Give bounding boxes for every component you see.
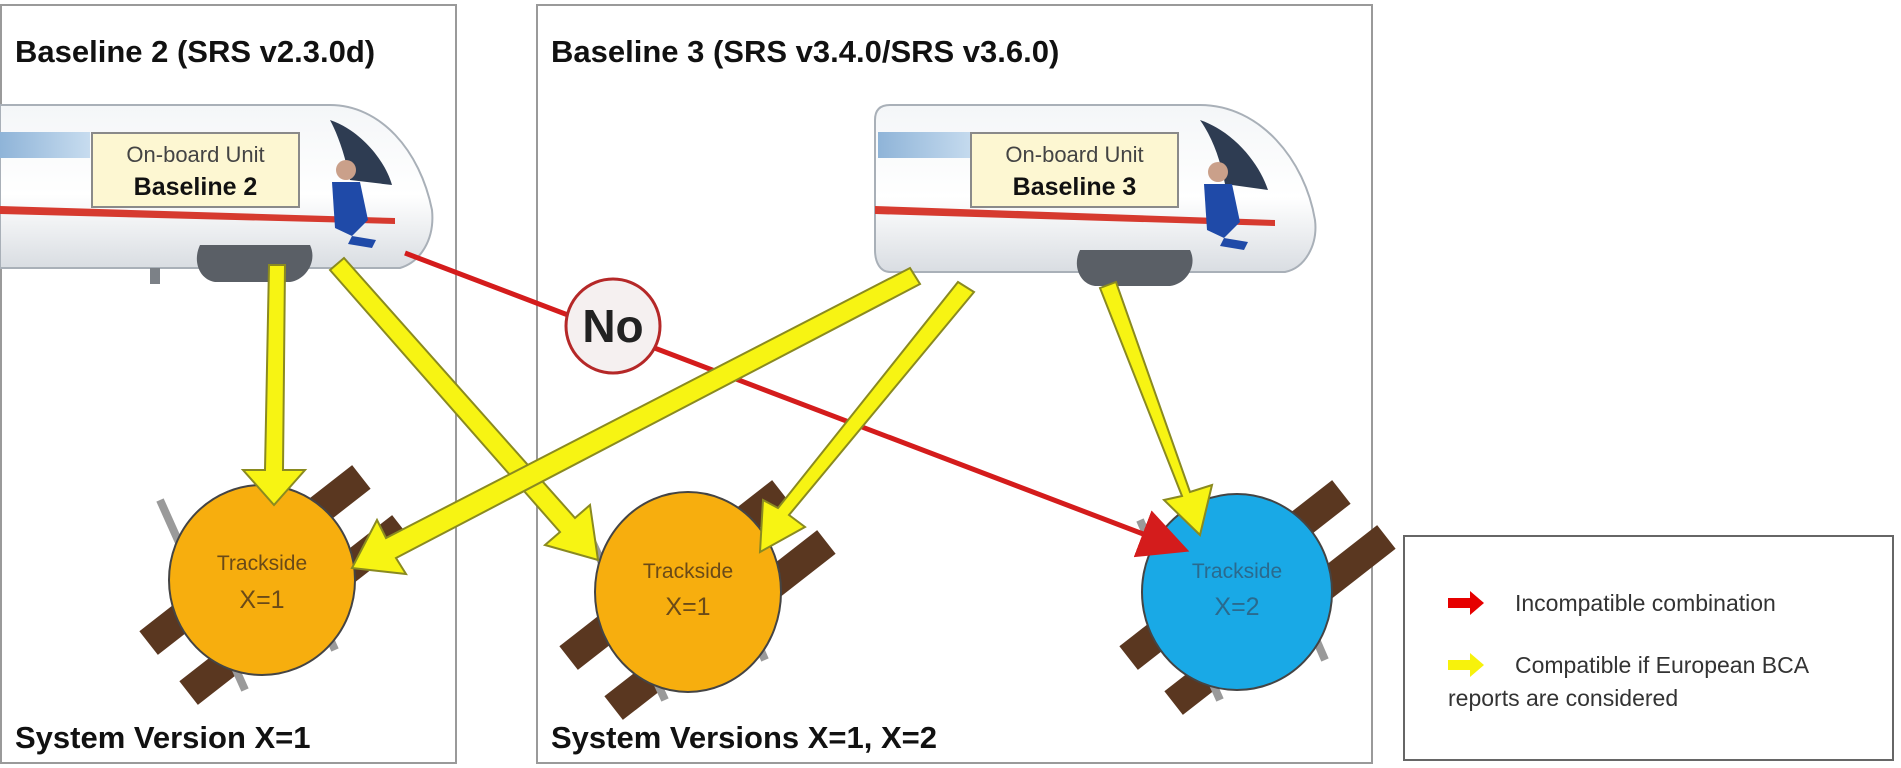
trackside-3-label: Trackside xyxy=(1192,560,1282,583)
driver-icon xyxy=(1204,162,1248,250)
obu-label-box-b3 xyxy=(970,132,1179,208)
compatible-arrow-b3-to-x2 xyxy=(1098,280,1214,537)
trackside-3-circle xyxy=(1141,493,1333,691)
obu-big-label-b2: Baseline 2 xyxy=(134,173,258,201)
incompatible-link xyxy=(404,250,1190,558)
no-label: No xyxy=(582,300,643,352)
obu-label-box-b2 xyxy=(91,132,300,208)
trackside-2-circle xyxy=(594,491,782,693)
baseline3-title: Baseline 3 (SRS v3.4.0/SRS v3.6.0) xyxy=(551,34,1059,69)
trackside-2-label: Trackside xyxy=(643,560,733,583)
baseline3-footer: System Versions X=1, X=2 xyxy=(551,720,937,755)
legend-compatible-line2: reports are considered xyxy=(1448,685,1678,711)
baseline2-footer: System Version X=1 xyxy=(15,720,311,755)
compatible-arrow-b3-to-x1-mid xyxy=(758,280,976,554)
legend-incompatible-label: Incompatible combination xyxy=(1515,590,1776,616)
obu-small-label-b2: On-board Unit xyxy=(126,142,264,167)
legend-compatible-line1: Compatible if European BCA xyxy=(1515,652,1810,678)
trackside-3-value: X=2 xyxy=(1214,593,1259,621)
yellow-arrow-icon xyxy=(1448,653,1484,677)
legend-item-incompatible: Incompatible combination xyxy=(1448,590,1776,616)
train-baseline3: On-board Unit Baseline 3 xyxy=(874,104,1317,286)
legend-box xyxy=(1403,535,1894,761)
legend: Incompatible combination Compatible if E… xyxy=(1403,535,1894,761)
trackside-3: Trackside X=2 xyxy=(1141,493,1333,691)
obu-big-label-b3: Baseline 3 xyxy=(1013,173,1137,201)
trackside-1-label: Trackside xyxy=(217,552,307,575)
trackside-2: Trackside X=1 xyxy=(594,491,782,693)
trackside-1: Trackside X=1 xyxy=(168,484,356,676)
trackside-1-circle xyxy=(168,484,356,676)
compatible-arrow-b2-to-x1-left xyxy=(240,264,308,507)
trackside-2-value: X=1 xyxy=(665,593,710,621)
driver-icon xyxy=(332,160,376,248)
red-arrow-icon xyxy=(1448,591,1484,615)
legend-item-compatible: Compatible if European BCA reports are c… xyxy=(1448,652,1810,711)
no-marker: No xyxy=(564,277,662,375)
obu-small-label-b3: On-board Unit xyxy=(1005,142,1143,167)
compatible-arrow-b3-to-x1-left xyxy=(350,266,922,576)
trackside-1-value: X=1 xyxy=(239,586,284,614)
baseline2-title: Baseline 2 (SRS v2.3.0d) xyxy=(15,34,375,69)
train-baseline2: On-board Unit Baseline 2 xyxy=(0,104,434,284)
